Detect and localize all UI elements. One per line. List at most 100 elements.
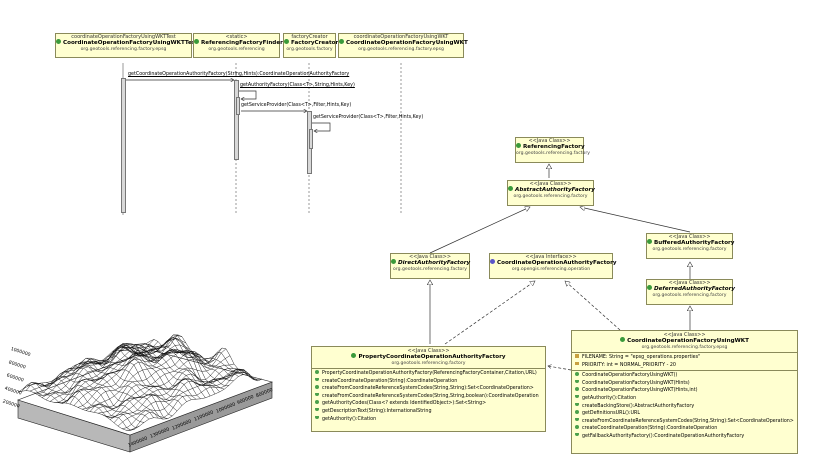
surface-mesh-line	[126, 343, 239, 381]
surface-mesh-line	[89, 347, 223, 412]
class-icon	[56, 39, 61, 44]
class-icon	[194, 39, 199, 44]
surface-mesh-line	[121, 369, 255, 429]
method-row[interactable]: getDescriptionText(String):International…	[315, 407, 542, 416]
class-stereotype: <<Java Class>>	[529, 181, 572, 187]
method-icon	[315, 400, 319, 404]
surface-mesh-line	[113, 369, 247, 423]
activation-finder	[234, 80, 239, 160]
method-icon	[575, 372, 579, 376]
surface-mesh-line	[125, 368, 259, 431]
method-icon	[575, 402, 579, 407]
surface-mesh-line	[145, 334, 258, 380]
class-package: org.geotools.referencing.factory	[516, 151, 590, 156]
class-icon	[391, 259, 396, 264]
method-row[interactable]: getFallbackAuthorityFactory():Coordinate…	[575, 432, 794, 441]
method-row[interactable]: CoordinateOperationFactoryUsingWKT(Hints…	[575, 379, 794, 388]
surface-mesh-line	[109, 369, 243, 420]
method-row[interactable]: createFromCoordinateReferenceSystemCodes…	[315, 392, 542, 401]
class-referencing-factory[interactable]: <<Java Class>> ReferencingFactory org.ge…	[515, 137, 590, 163]
interface-icon	[490, 259, 495, 264]
realize-wkt-to-interface	[565, 281, 621, 331]
method-icon	[315, 385, 319, 389]
lifeline-box-creator[interactable]: factoryCreator FactoryCreator org.geotoo…	[283, 33, 338, 58]
method-row[interactable]: getAuthority():Citation	[315, 415, 542, 424]
message-2-arrow	[239, 90, 257, 99]
method-icon	[575, 394, 579, 399]
class-package: org.geotools.referencing.factory	[652, 247, 727, 252]
method-compartment: PropertyCoordinateOperationAuthorityFact…	[312, 368, 545, 424]
message-4-label: getServiceProvider(Class<T>,Filter,Hints…	[313, 115, 424, 120]
class-icon	[508, 186, 513, 191]
class-buffered-authority-factory[interactable]: <<Java Class>> BufferedAuthorityFactory …	[646, 233, 734, 259]
method-row[interactable]: createFromCoordinateReferenceSystemCodes…	[315, 385, 542, 393]
surface-mesh-line	[102, 343, 216, 395]
class-name: PropertyCoordinateOperationAuthorityFact…	[312, 353, 545, 361]
lifeline-package: org.geotools.referencing.factory.epsg	[358, 47, 444, 52]
surface-mesh-line	[101, 363, 235, 417]
method-row[interactable]: getAuthority():Citation	[575, 394, 794, 403]
surface-mesh-line	[130, 340, 244, 379]
class-name: DeferredAuthorityFactory	[647, 285, 735, 293]
class-property-factory[interactable]: <<Java Class>> PropertyCoordinateOperati…	[311, 346, 546, 432]
method-row[interactable]: CoordinateOperationFactoryUsingWKT(Hints…	[575, 387, 794, 395]
class-stereotype: <<Java Interface>>	[525, 254, 577, 260]
message-4-arrow	[312, 122, 331, 131]
class-wkt-factory[interactable]: <<Java Class>> CoordinateOperationFactor…	[571, 330, 798, 454]
class-icon	[620, 337, 626, 342]
method-row[interactable]: getDefinitionsURL():URL	[575, 410, 794, 418]
class-icon	[647, 285, 652, 290]
lifeline-box-wkt[interactable]: coordinateOperationFactoryUsingWKT Coord…	[338, 33, 468, 58]
method-row[interactable]: PropertyCoordinateOperationAuthorityFact…	[315, 370, 542, 378]
class-icon	[647, 239, 652, 244]
class-stereotype: <<Java Class>>	[407, 348, 450, 354]
field-row[interactable]: FILENAME: String = "epsg_operations.prop…	[575, 354, 794, 362]
surface-mesh-line	[135, 337, 249, 377]
class-abstract-authority-factory[interactable]: <<Java Class>> AbstractAuthorityFactory …	[507, 180, 595, 206]
method-row[interactable]: getAuthorityCodes(Class<? extends Identi…	[315, 400, 542, 408]
lifeline-name: ReferencingFactoryFinder	[194, 39, 283, 47]
class-icon	[284, 39, 289, 44]
surface-mesh-line	[107, 343, 220, 393]
lifeline-box-test[interactable]: coordinateOperationFactoryUsingWKTTest C…	[55, 33, 198, 58]
method-icon	[575, 387, 579, 391]
surface-mesh-line	[97, 355, 231, 414]
class-name: BufferedAuthorityFactory	[647, 239, 734, 247]
lifeline-box-finder[interactable]: <static> ReferencingFactoryFinder org.ge…	[193, 33, 283, 58]
method-icon	[315, 377, 319, 382]
class-package: org.geotools.referencing.factory	[391, 361, 466, 366]
class-stereotype: <<Java Class>>	[663, 332, 706, 338]
class-deferred-authority-factory[interactable]: <<Java Class>> DeferredAuthorityFactory …	[646, 279, 735, 305]
class-name: CoordinateOperationAuthorityFactory	[490, 259, 617, 267]
class-stereotype: <<Java Class>>	[668, 280, 711, 286]
class-package: org.opengis.referencing.operation	[511, 267, 591, 272]
surface-mesh-line	[117, 372, 251, 427]
method-row[interactable]: createCoordinateOperation(String):Coordi…	[575, 425, 794, 433]
activation-finder-nested	[236, 97, 240, 115]
method-icon	[315, 415, 319, 420]
lifeline-name: CoordinateOperationFactoryUsingWKT	[339, 39, 468, 47]
field-row[interactable]: PRIORITY: int = NORMAL_PRIORITY - 20	[575, 361, 794, 370]
surface-mesh-line	[129, 374, 263, 431]
class-direct-authority-factory[interactable]: <<Java Class>> DirectAuthorityFactory or…	[390, 253, 470, 279]
inherit-direct-to-abstract	[429, 207, 530, 254]
lifeline-package: org.geotools.factory	[286, 47, 333, 52]
surface-mesh-line	[149, 334, 263, 382]
class-package: org.geotools.referencing.factory	[393, 267, 467, 272]
method-row[interactable]: createCoordinateOperation(String):Coordi…	[315, 377, 542, 386]
method-icon	[315, 392, 319, 397]
inherit-buffered-to-abstract	[580, 207, 691, 233]
class-stereotype: <<Java Class>>	[408, 254, 452, 260]
lifeline-stereotype: coordinateOperationFactoryUsingWKTTest	[71, 34, 176, 40]
message-2-label: getAuthorityFactory(Class<T>,String,Hint…	[240, 83, 355, 88]
method-icon	[575, 379, 579, 384]
method-row[interactable]: createBackingStore():AbstractAuthorityFa…	[575, 402, 794, 411]
method-row[interactable]: createFromCoordinateReferenceSystemCodes…	[575, 417, 794, 426]
method-row[interactable]: CoordinateOperationFactoryUsingWKT()	[575, 372, 794, 380]
lifeline-stereotype: coordinateOperationFactoryUsingWKT	[353, 34, 449, 40]
activation-test	[121, 78, 126, 213]
method-icon	[315, 407, 319, 412]
interface-coordinate-operation-authority-factory[interactable]: <<Java Interface>> CoordinateOperationAu…	[489, 253, 617, 279]
method-icon	[575, 432, 579, 437]
